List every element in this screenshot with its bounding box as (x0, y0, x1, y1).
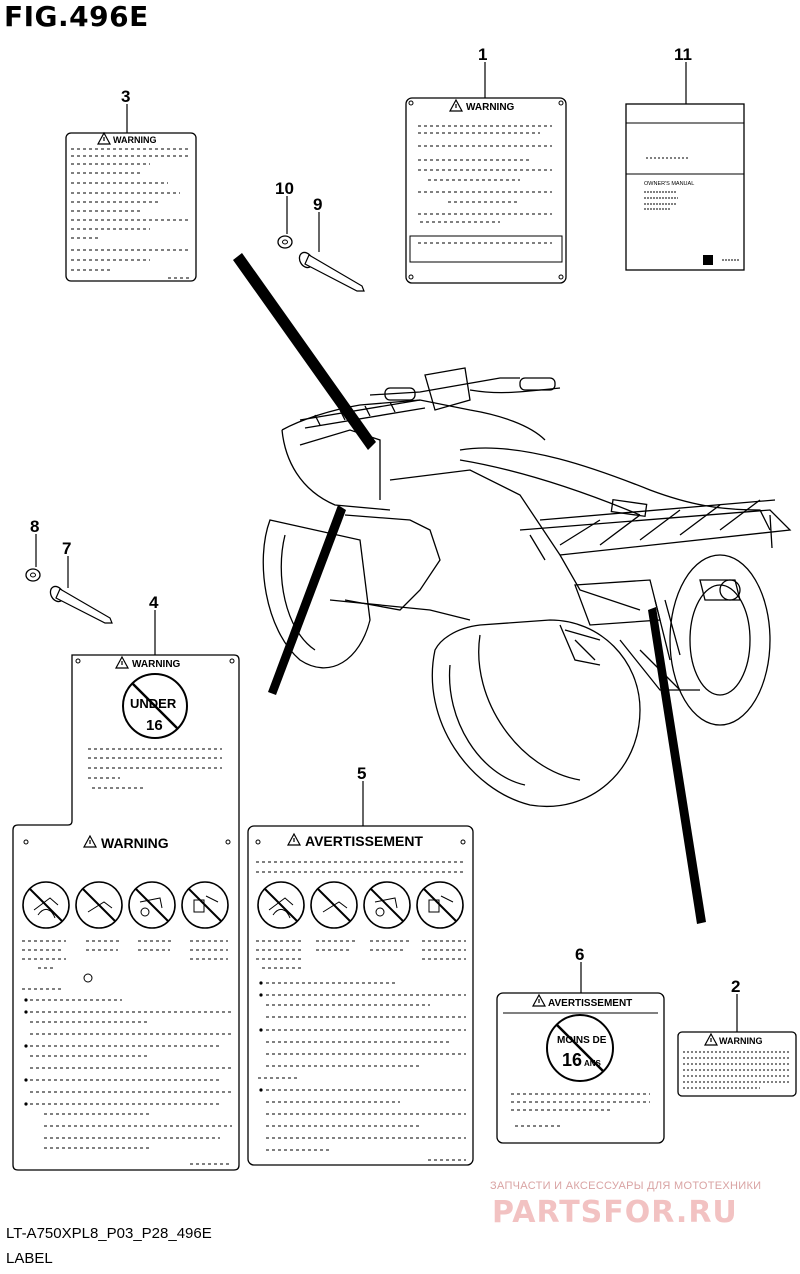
label-6-age: 16 (562, 1050, 582, 1070)
callout-9: 9 (313, 195, 322, 214)
label-part-5: AVERTISSEMENT (247, 825, 474, 1166)
callout-7: 7 (62, 539, 71, 558)
pointer-lines (233, 253, 706, 924)
callout-1: 1 (478, 45, 487, 64)
callout-8: 8 (30, 517, 39, 536)
figure-section: LABEL (6, 1250, 53, 1267)
washer-part-10 (277, 235, 293, 249)
watermark-brand: PARTSFOR.RU (492, 1195, 738, 1230)
label-5-avertissement: AVERTISSEMENT (305, 833, 423, 849)
callout-4: 4 (149, 593, 159, 612)
label-6-avertissement: AVERTISSEMENT (548, 998, 632, 1009)
atv-illustration (262, 367, 792, 807)
label-4-warning: WARNING (101, 835, 169, 851)
label-part-1: WARNING (405, 97, 567, 284)
owners-manual-title: OWNER'S MANUAL (644, 181, 694, 187)
label-2-warning: WARNING (719, 1036, 763, 1046)
figure-code: LT-A750XPL8_P03_P28_496E (6, 1225, 212, 1242)
washer-part-8 (25, 568, 41, 582)
watermark-subtitle: ЗАПЧАСТИ И АКСЕССУАРЫ ДЛЯ МОТОТЕХНИКИ (490, 1180, 762, 1192)
leader-lines (35, 62, 738, 1032)
callout-10: 10 (275, 179, 294, 198)
callout-5: 5 (357, 764, 366, 783)
figure-title: FIG.496E (4, 0, 149, 33)
label-1-warning: WARNING (466, 102, 515, 113)
label-6-moins-de: MOINS DE (557, 1035, 607, 1046)
callout-6: 6 (575, 945, 584, 964)
callout-11: 11 (674, 45, 692, 64)
label-4-age: 16 (146, 717, 163, 734)
callout-2: 2 (731, 977, 740, 996)
rivet-part-7 (49, 585, 113, 624)
label-6-ans: ANS (584, 1059, 602, 1068)
label-part-4: WARNING UNDER 16 WARNING (12, 654, 240, 1171)
callout-3: 3 (121, 87, 130, 106)
rivet-part-9 (298, 251, 365, 292)
label-4-warning-top: WARNING (132, 659, 181, 670)
label-part-6: AVERTISSEMENT MOINS DE 16 ANS (496, 992, 665, 1144)
label-3-warning: WARNING (113, 135, 157, 145)
owners-manual-part-11: OWNER'S MANUAL (625, 103, 745, 271)
label-part-3: WARNING (65, 132, 197, 282)
label-part-2: WARNING (677, 1031, 797, 1097)
